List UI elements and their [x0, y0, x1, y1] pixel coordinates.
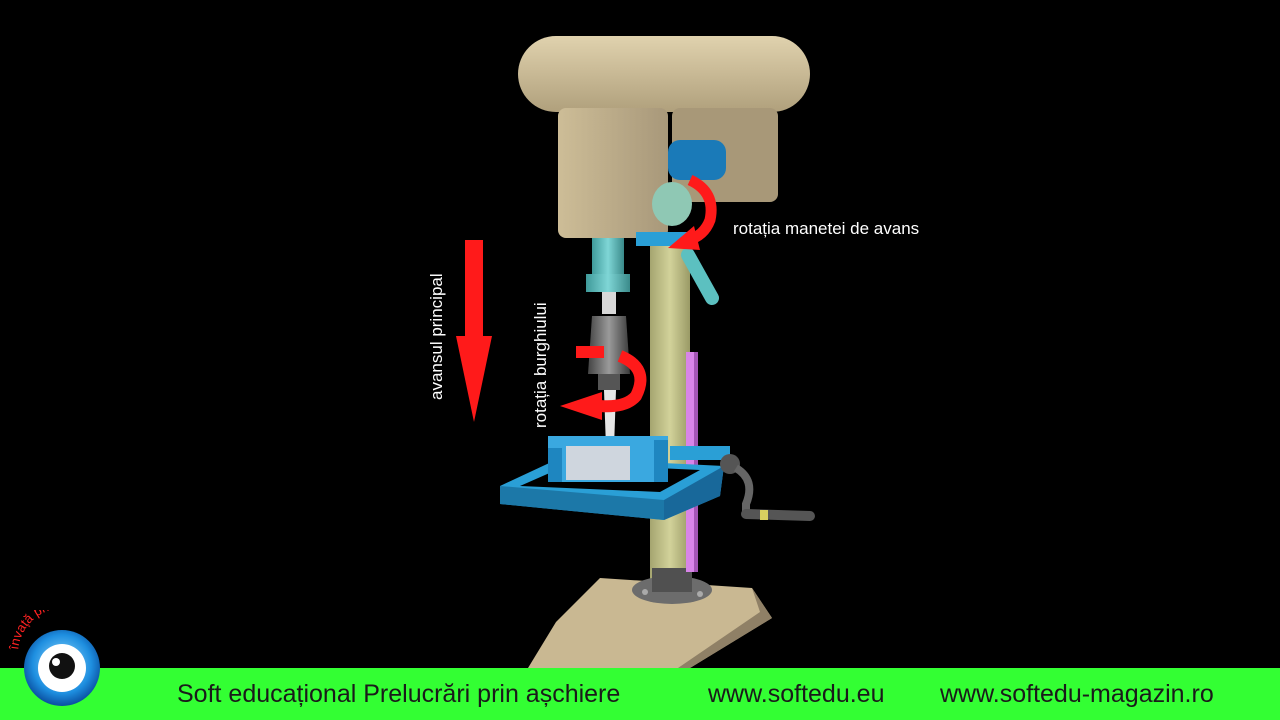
- arrow-main-feed: [456, 240, 492, 422]
- drill-rotation-label: rotația burghiului: [531, 302, 550, 428]
- feed-handle-rotation-label: rotația manetei de avans: [733, 219, 920, 238]
- work-table: [500, 436, 730, 520]
- footer-site-2[interactable]: www.softedu-magazin.ro: [940, 680, 1214, 708]
- column-rack: [686, 352, 698, 572]
- spindle-assembly: [586, 238, 630, 448]
- machine-column: [632, 240, 712, 604]
- main-feed-label: avansul principal: [427, 273, 446, 400]
- footer-bar: Soft educațional Prelucrări prin așchier…: [0, 668, 1280, 720]
- machine-head: [518, 36, 810, 238]
- arrow-feed-handle-rotation: [668, 175, 717, 250]
- feed-handle: [636, 140, 726, 305]
- arrow-drill-rotation: [560, 346, 647, 420]
- eye-logo: învață privind!: [8, 610, 100, 706]
- footer-title: Soft educațional Prelucrări prin așchier…: [177, 680, 621, 708]
- table-crank: [720, 454, 815, 521]
- drill-press-illustration: [456, 36, 815, 668]
- footer-site-1[interactable]: www.softedu.eu: [708, 680, 885, 708]
- machine-base: [528, 578, 772, 668]
